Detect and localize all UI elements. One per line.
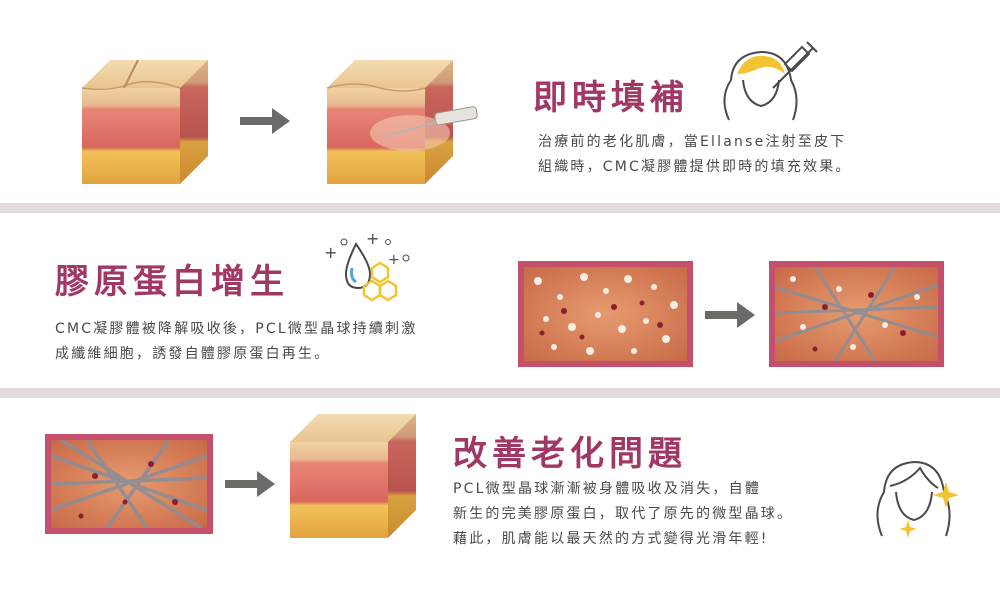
section-desc-instant-fill: 治療前的老化肌膚，當Ellanse注射至皮下 組織時，CMC凝膠體提供即時的填充… xyxy=(538,130,852,180)
skin-block-after xyxy=(288,412,418,542)
tissue-image-fibers-dense xyxy=(45,434,213,534)
arrow-right-icon xyxy=(225,471,275,497)
water-drop-molecule-icon: + + + xyxy=(322,228,417,306)
tissue-image-microspheres xyxy=(518,261,693,367)
tissue-image-fibers xyxy=(769,261,944,367)
skin-block-injection xyxy=(325,58,490,188)
svg-text:+: + xyxy=(388,252,400,268)
skin-block-before xyxy=(80,58,210,188)
desc-line: 藉此，肌膚能以最天然的方式變得光滑年輕! xyxy=(453,531,769,547)
section-title-instant-fill: 即時填補 xyxy=(533,78,689,118)
section-desc-anti-aging: PCL微型晶球漸漸被身體吸收及消失，自體 新生的完美膠原蛋白，取代了原先的微型晶… xyxy=(453,477,793,552)
arrow-right-icon xyxy=(240,108,290,134)
desc-line: PCL微型晶球漸漸被身體吸收及消失，自體 xyxy=(453,481,762,497)
desc-line: 成纖維細胞，誘發自體膠原蛋白再生。 xyxy=(55,346,331,362)
woman-sparkle-icon xyxy=(868,448,973,548)
desc-line: 組織時，CMC凝膠體提供即時的填充效果。 xyxy=(538,159,852,175)
desc-line: 治療前的老化肌膚，當Ellanse注射至皮下 xyxy=(538,134,847,150)
section-divider xyxy=(0,203,1000,213)
section-desc-collagen: CMC凝膠體被降解吸收後，PCL微型晶球持續刺激 成纖維細胞，誘發自體膠原蛋白再… xyxy=(55,317,417,367)
section-title-anti-aging: 改善老化問題 xyxy=(453,434,687,474)
section-title-collagen: 膠原蛋白增生 xyxy=(55,262,289,302)
arrow-right-icon xyxy=(705,302,755,328)
section-divider xyxy=(0,388,1000,398)
woman-syringe-icon xyxy=(715,40,820,125)
desc-line: 新生的完美膠原蛋白，取代了原先的微型晶球。 xyxy=(453,506,794,522)
svg-text:+: + xyxy=(366,229,379,248)
desc-line: CMC凝膠體被降解吸收後，PCL微型晶球持續刺激 xyxy=(55,321,418,337)
svg-text:+: + xyxy=(324,243,337,262)
